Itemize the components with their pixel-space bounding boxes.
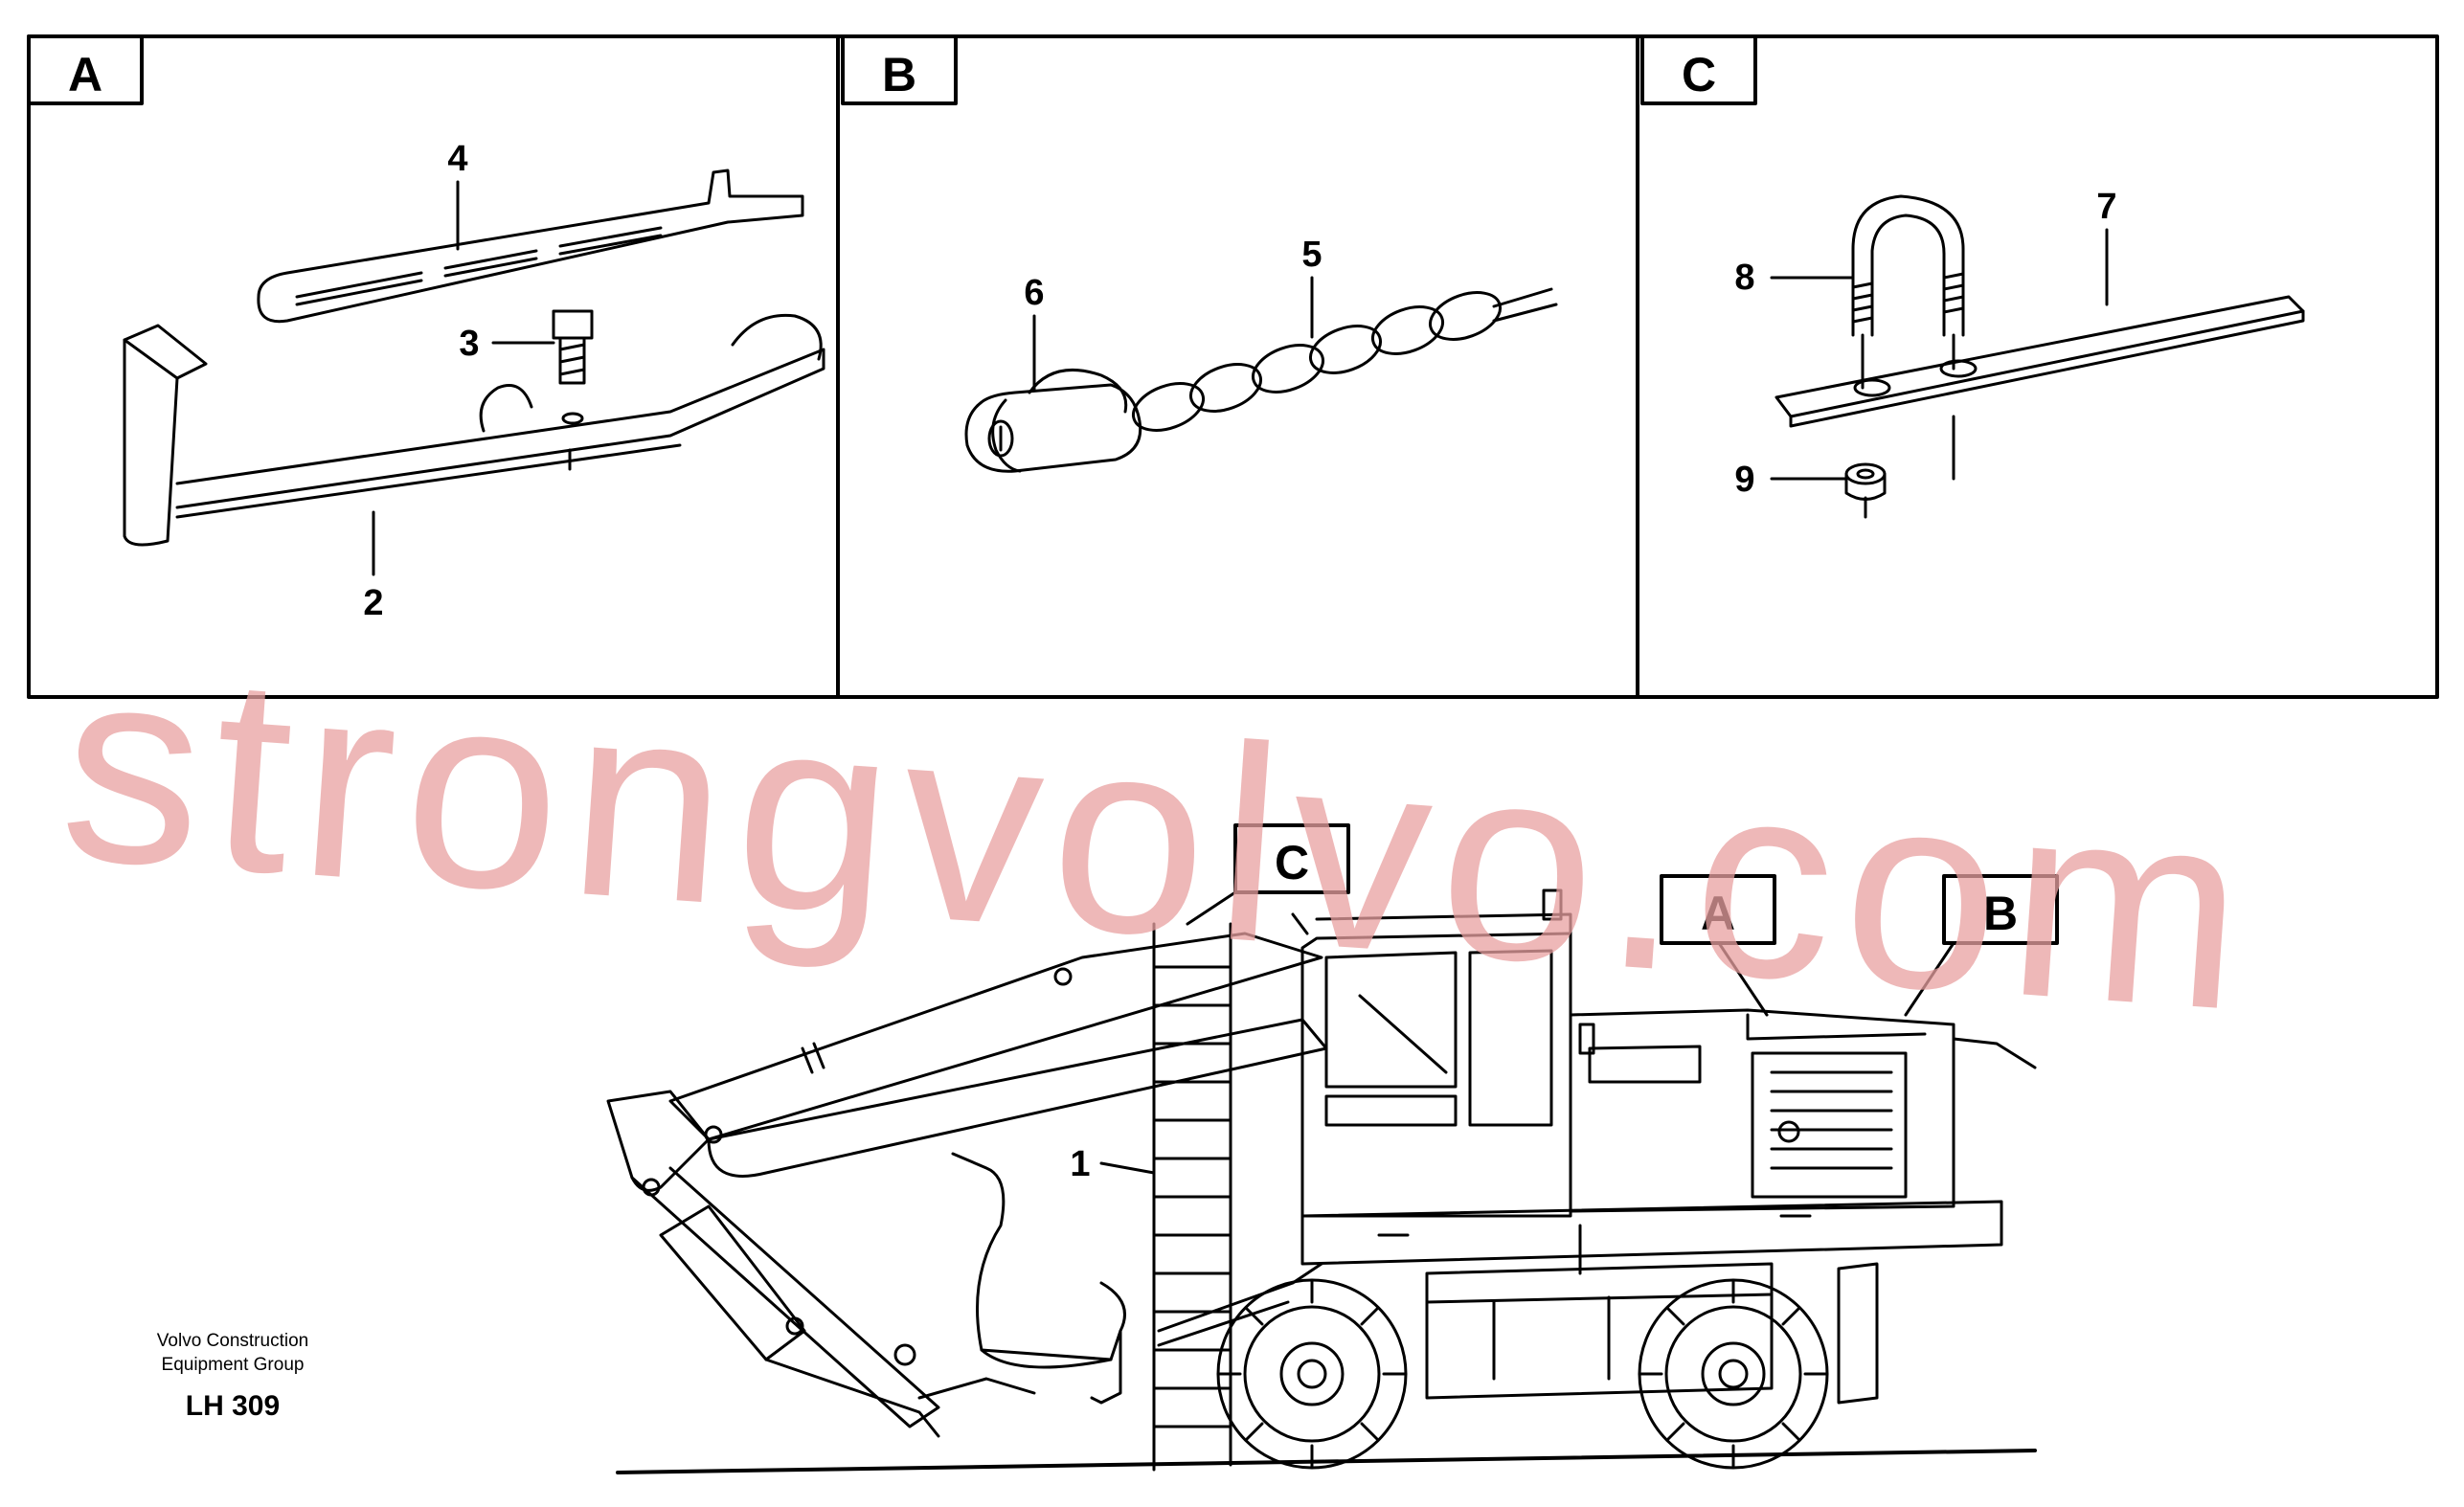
machine-label-a: A [1701,887,1735,940]
bucket [917,1152,1126,1405]
watermark-text: strongvolvo.com [54,607,2265,1070]
leader-c-machine [1186,890,1237,926]
panel-b-letter: B [882,48,916,101]
rear-wheel [1638,1278,1829,1470]
rubber-strap-part-4 [257,169,804,324]
u-bolt-part-8 [1851,194,1965,390]
callout-4: 4 [447,139,467,179]
ground-line [616,1449,2037,1474]
panel-c-letter: C [1682,48,1716,101]
cab [1291,888,1572,1218]
panel-b-frame [836,34,1639,699]
callout-7: 7 [2096,187,2116,227]
bolt-part-3 [552,309,594,425]
panel-c-frame [1636,34,2439,699]
leader-a-machine [1717,941,1769,1017]
nut-part-9 [1844,462,1887,519]
leader-1 [1099,1161,1156,1175]
callout-9: 9 [1734,460,1754,500]
panel-a-frame [27,34,840,699]
engine-housing [1300,1008,2037,1275]
company-line-1: Volvo Construction [157,1331,308,1351]
panel-a-letter-box [27,34,144,105]
machine-label-c: C [1275,836,1309,889]
callout-2: 2 [363,583,383,623]
callout-3: 3 [459,324,479,364]
leader-b-machine [1904,941,1955,1017]
machine-label-b: B [1983,887,2018,940]
callout-8: 8 [1734,258,1754,298]
callout-1: 1 [1070,1144,1090,1184]
drawing-code: LH 309 [186,1390,280,1422]
panel-c-letter-box [1640,34,1757,105]
bracket-part-2 [123,313,825,547]
padlock-part-6 [964,368,1142,473]
callout-6: 6 [1024,273,1044,313]
front-wheel [1216,1278,1408,1470]
panel-a-letter: A [68,48,102,101]
panel-b-letter-box [841,34,958,105]
callout-5: 5 [1301,235,1322,275]
chain-part-5 [1132,287,1558,432]
boom-arm [606,932,1328,1438]
undercarriage [1157,1262,1879,1405]
plate-part-7 [1775,295,2305,428]
company-line-2: Equipment Group [162,1355,305,1375]
